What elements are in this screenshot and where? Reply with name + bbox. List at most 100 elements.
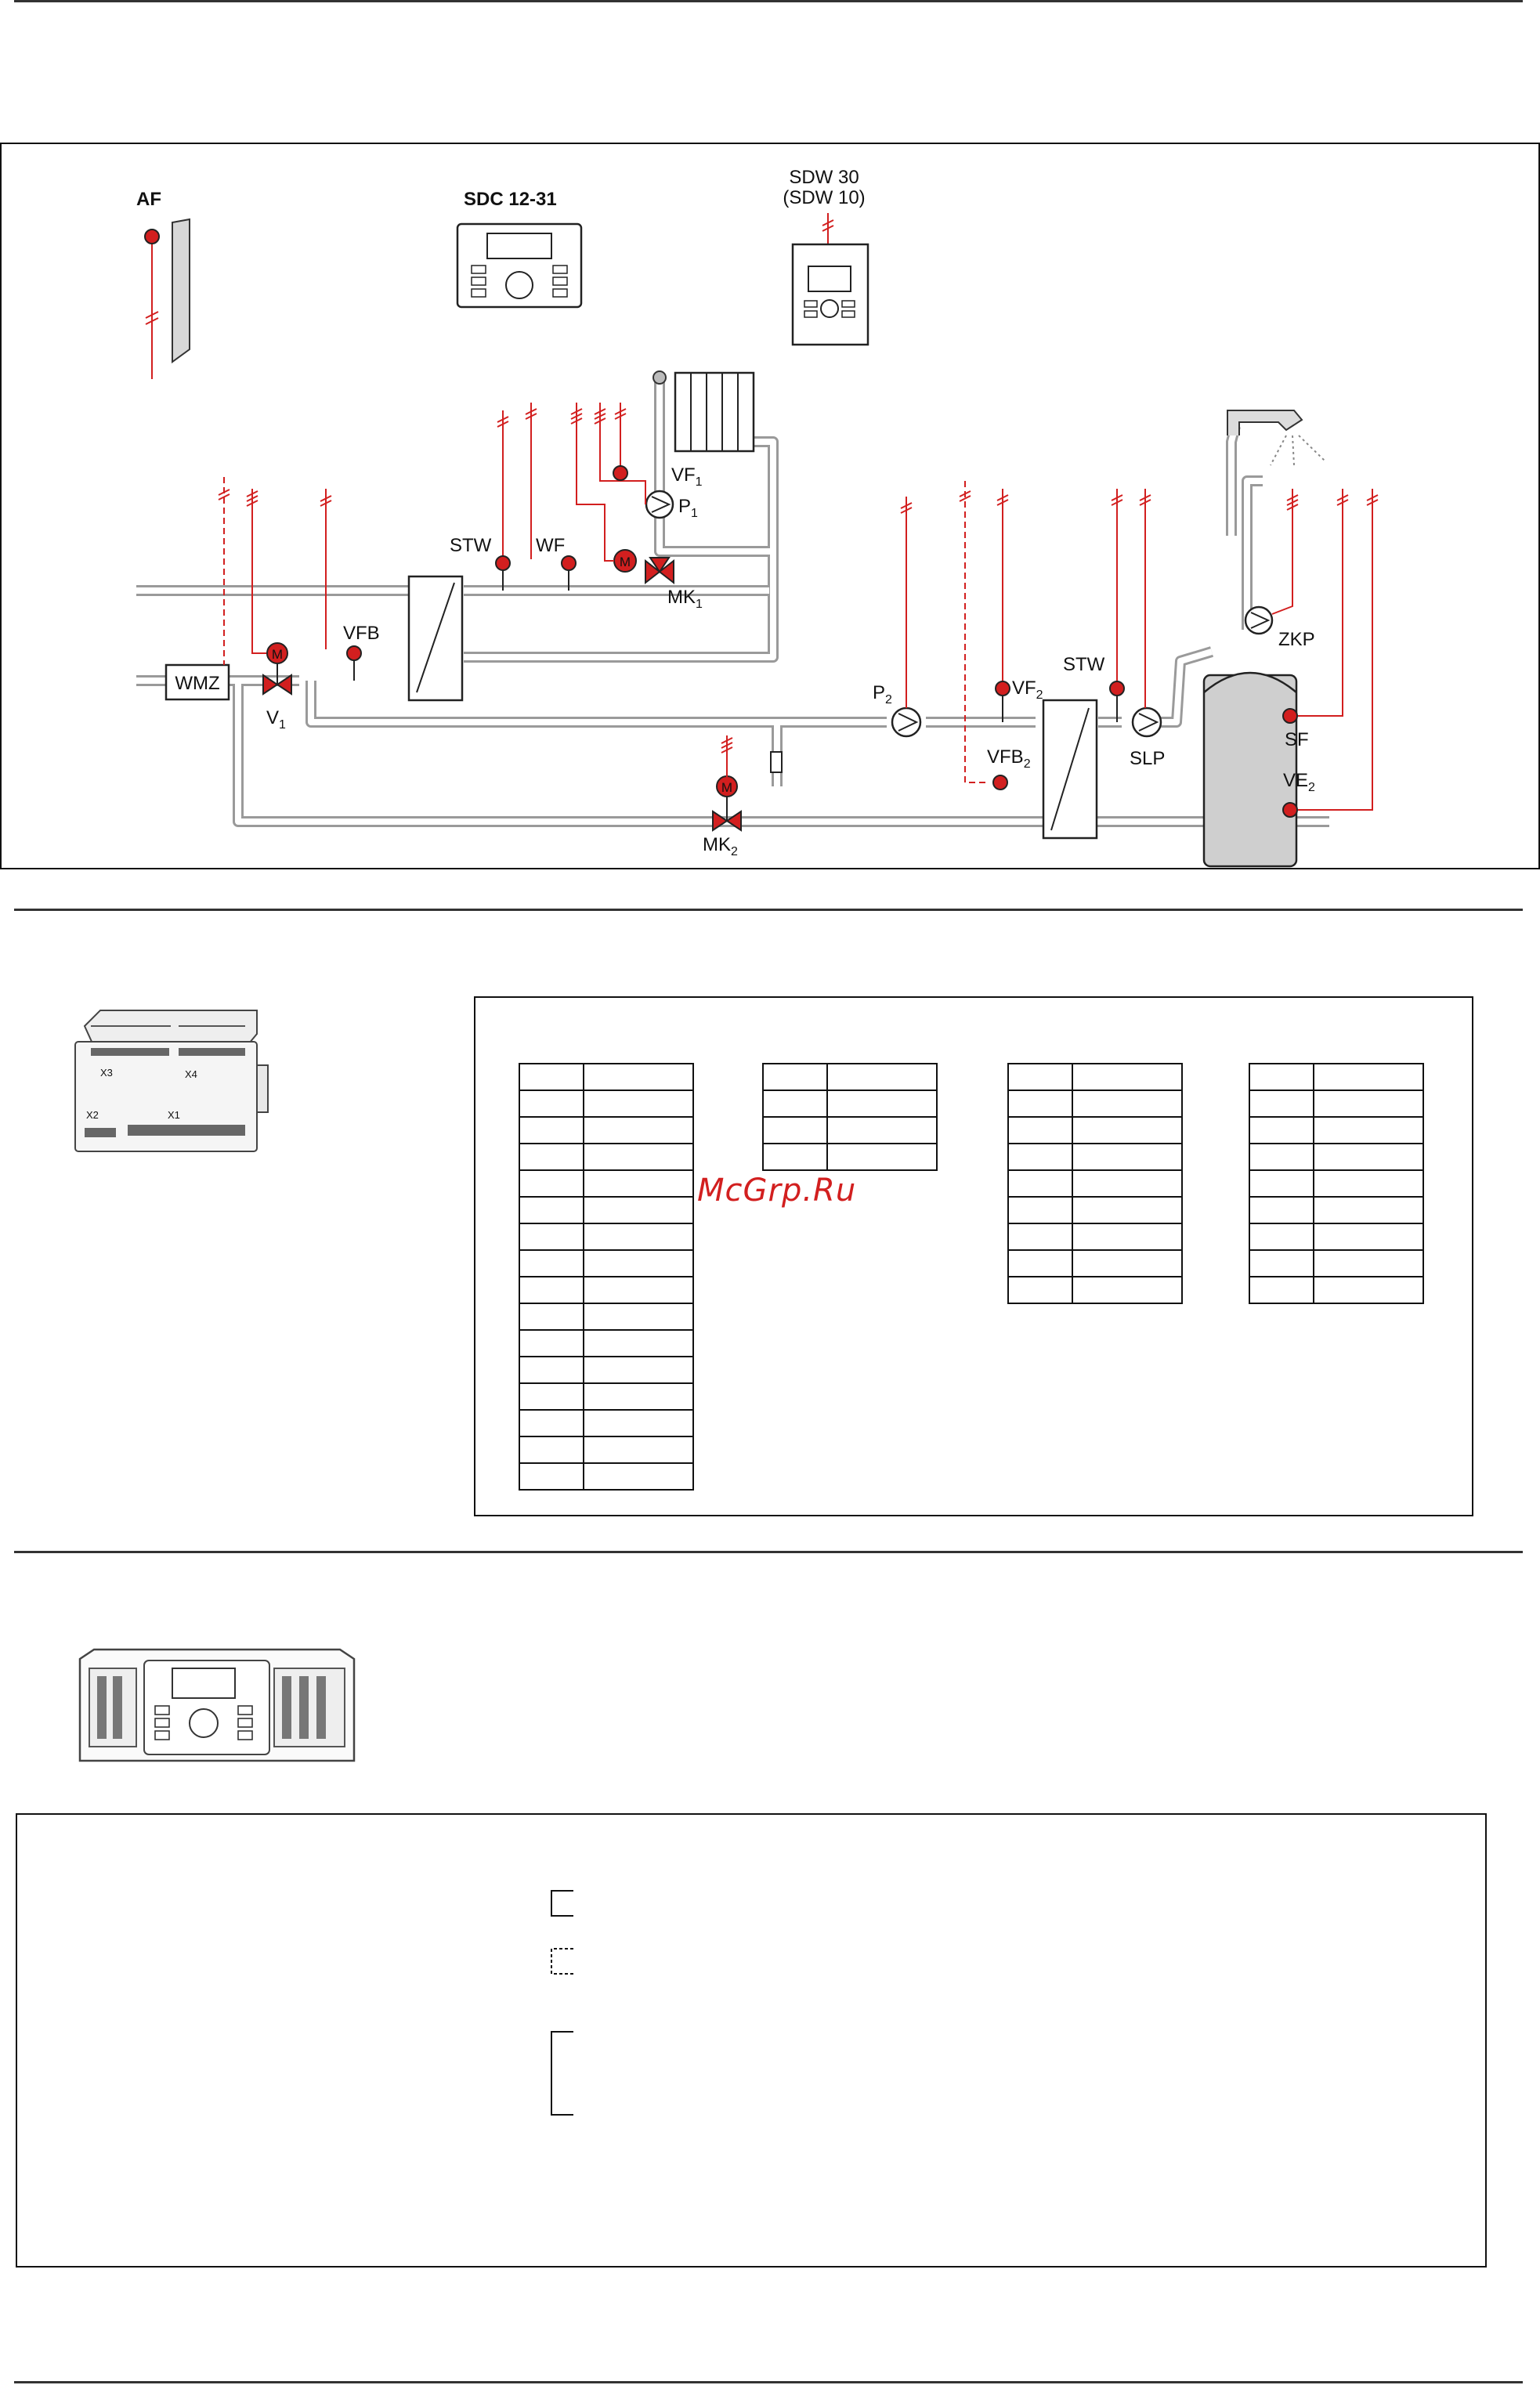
table-row (1007, 1090, 1183, 1118)
table-row (519, 1462, 694, 1491)
stw-right-label: STW (1063, 654, 1105, 675)
stw-right-sensor (1109, 681, 1125, 696)
io-module-image: X3 X4 X2 X1 (74, 1010, 269, 1152)
slp-label: SLP (1130, 748, 1165, 769)
vf1-label: VF1 (671, 464, 703, 489)
table-row (762, 1063, 938, 1091)
table-row (1249, 1276, 1424, 1304)
vf2-sensor (995, 681, 1010, 696)
bottom-rule (14, 2381, 1523, 2383)
af-sensor (144, 229, 160, 244)
sf-label: SF (1285, 729, 1309, 750)
table-row (762, 1116, 938, 1144)
signal-wires (223, 403, 1373, 811)
mk1-label: MK1 (667, 587, 703, 611)
stw-left-sensor (495, 555, 511, 571)
wf-label: WF (536, 535, 565, 556)
mk2-label: MK2 (703, 834, 738, 858)
pump-zkp (1244, 605, 1274, 635)
pump-p2 (891, 706, 922, 738)
section-rule-2 (14, 1551, 1523, 1553)
heat-exchanger-1 (407, 575, 464, 702)
ve2-sensor (1282, 802, 1298, 818)
table-row (519, 1249, 694, 1277)
table-row (1007, 1223, 1183, 1251)
zkp-label: ZKP (1278, 629, 1315, 650)
table-row (1249, 1169, 1424, 1198)
controller-label: SDC 12-31 (464, 189, 557, 210)
table-row (1007, 1196, 1183, 1224)
table-row (519, 1276, 694, 1304)
table-row (519, 1196, 694, 1224)
valve-mk1: M (613, 549, 674, 585)
vf2-label: VF2 (1012, 678, 1043, 702)
table-row (1007, 1143, 1183, 1171)
pump-p1 (645, 490, 674, 519)
vfb2-sensor (992, 775, 1008, 790)
v1-label: V1 (266, 707, 286, 732)
room-unit-label-2: (SDW 10) (783, 187, 865, 208)
table-row (519, 1169, 694, 1198)
wmz-box (164, 663, 230, 701)
shower (1227, 410, 1326, 466)
table-row (519, 1436, 694, 1464)
table-row (1007, 1169, 1183, 1198)
wf-sensor (561, 555, 577, 571)
table-row (762, 1090, 938, 1118)
svg-text:X1: X1 (168, 1109, 180, 1121)
controller-device (456, 222, 583, 309)
vfb-label: VFB (343, 623, 380, 644)
jumper-markers (551, 1890, 573, 2116)
terminal-panel-2 (16, 1813, 1487, 2268)
table-row (519, 1143, 694, 1171)
table-row (1249, 1223, 1424, 1251)
terminal-table-panel1-1 (519, 1063, 694, 1491)
svg-text:X2: X2 (86, 1109, 99, 1121)
af-label: AF (136, 189, 161, 210)
controller-image (78, 1648, 356, 1762)
top-rule (14, 0, 1523, 2)
stw-left-label: STW (450, 535, 492, 556)
room-unit-device (791, 243, 869, 346)
terminal-table-panel1-4 (1249, 1063, 1424, 1304)
heat-exchanger-2 (1042, 699, 1098, 840)
storage-tank (1202, 671, 1298, 868)
table-row (1007, 1276, 1183, 1304)
svg-text:M: M (272, 647, 283, 662)
vfb2-label: VFB2 (987, 746, 1031, 771)
table-row (519, 1090, 694, 1118)
vf1-sensor (613, 465, 628, 481)
wire-hash-marks (218, 408, 1379, 753)
svg-text:M: M (721, 780, 732, 795)
table-row (519, 1382, 694, 1411)
table-row (1249, 1249, 1424, 1277)
svg-text:X3: X3 (100, 1067, 113, 1079)
table-row (519, 1409, 694, 1437)
table-row (1007, 1116, 1183, 1144)
p2-label: P2 (873, 682, 892, 706)
table-row (519, 1356, 694, 1384)
watermark: McGrp.Ru (697, 1173, 857, 1209)
section-rule-1 (14, 909, 1523, 911)
hydraulic-diagram: AF SDC 12-31 SDW 30 (SDW 10) (136, 167, 1379, 868)
radiator (653, 370, 755, 453)
af-wall (172, 218, 190, 363)
p1-label: P1 (678, 496, 698, 520)
table-row (519, 1223, 694, 1251)
table-row (1249, 1090, 1424, 1118)
wmz-label: WMZ (175, 673, 219, 694)
table-row (1249, 1063, 1424, 1091)
terminal-table-panel1-3 (1007, 1063, 1183, 1304)
table-row (1007, 1249, 1183, 1277)
table-row (519, 1063, 694, 1091)
table-row (762, 1143, 938, 1171)
valve-v1: M (262, 642, 292, 696)
table-row (1249, 1196, 1424, 1224)
valve-mk2: M (712, 775, 742, 832)
svg-text:X4: X4 (185, 1068, 197, 1080)
room-unit-label-1: SDW 30 (789, 167, 859, 188)
table-row (519, 1329, 694, 1357)
table-row (1249, 1116, 1424, 1144)
check-valve (770, 751, 783, 773)
svg-text:M: M (620, 555, 631, 569)
